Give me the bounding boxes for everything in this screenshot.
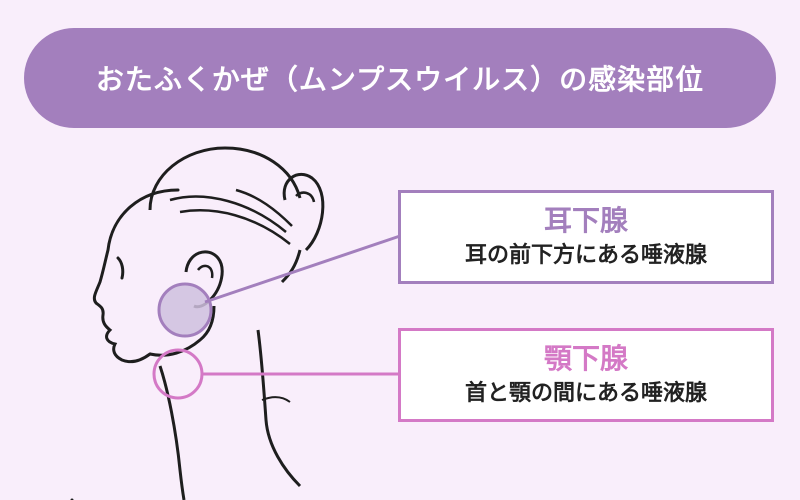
submandibular-label-box: 顎下腺 首と顎の間にある唾液腺 — [398, 328, 774, 422]
hair-bun — [282, 172, 325, 252]
page-title: おたふくかぜ（ムンプスウイルス）の感染部位 — [95, 63, 705, 96]
submandibular-label-description: 首と顎の間にある唾液腺 — [464, 381, 707, 406]
eye — [116, 256, 125, 280]
title-banner: おたふくかぜ（ムンプスウイルス）の感染部位 — [24, 28, 776, 128]
parotid-gland-marker — [157, 282, 213, 338]
head-outline — [70, 188, 180, 500]
neck-back — [256, 329, 302, 488]
parotid-label-description: 耳の前下方にある唾液腺 — [464, 243, 707, 268]
head-top-outline — [148, 146, 302, 211]
submandibular-label-title: 顎下腺 — [543, 342, 628, 375]
parotid-leader-line — [204, 234, 401, 304]
parotid-label-box: 耳下腺 耳の前下方にある唾液腺 — [398, 190, 774, 284]
parotid-label-title: 耳下腺 — [543, 204, 628, 237]
neck-front — [158, 365, 186, 500]
